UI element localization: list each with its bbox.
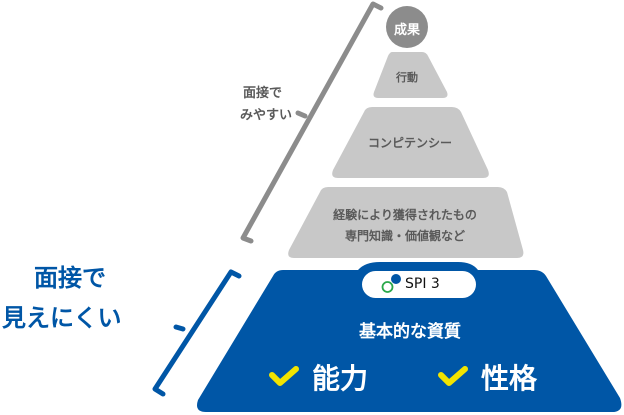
hidden-label-line1: 面接で <box>34 264 106 292</box>
layer-experience <box>288 187 524 258</box>
result-circle <box>386 6 428 48</box>
layer-action <box>373 52 448 98</box>
spi-logo-green-circle <box>381 281 394 293</box>
hidden-label-line2: 見えにくい <box>2 304 122 332</box>
hidden-bracket <box>152 269 242 397</box>
competency-label: コンピテンシー <box>367 136 452 150</box>
experience-label-line2: 専門知識・価値観など <box>344 229 465 243</box>
action-label: 行動 <box>396 71 418 84</box>
visible-label-line1: 面接で <box>242 86 282 101</box>
base-item-personality: 性格 <box>481 362 538 395</box>
check-icon <box>438 366 468 386</box>
experience-label-line1: 経験により獲得されたもの <box>333 208 477 222</box>
spi-logo-blue-circle <box>391 274 401 284</box>
layer-base <box>197 262 622 412</box>
result-label: 成果 <box>393 23 420 38</box>
visible-label-line2: みやすい <box>239 108 292 123</box>
layer-competency <box>332 107 489 178</box>
spi-badge-label: SPI 3 <box>405 276 440 292</box>
base-item-ability: 能力 <box>312 362 369 395</box>
base-title: 基本的な資質 <box>359 322 461 342</box>
visible-bracket <box>240 1 384 244</box>
check-icon <box>269 366 299 386</box>
